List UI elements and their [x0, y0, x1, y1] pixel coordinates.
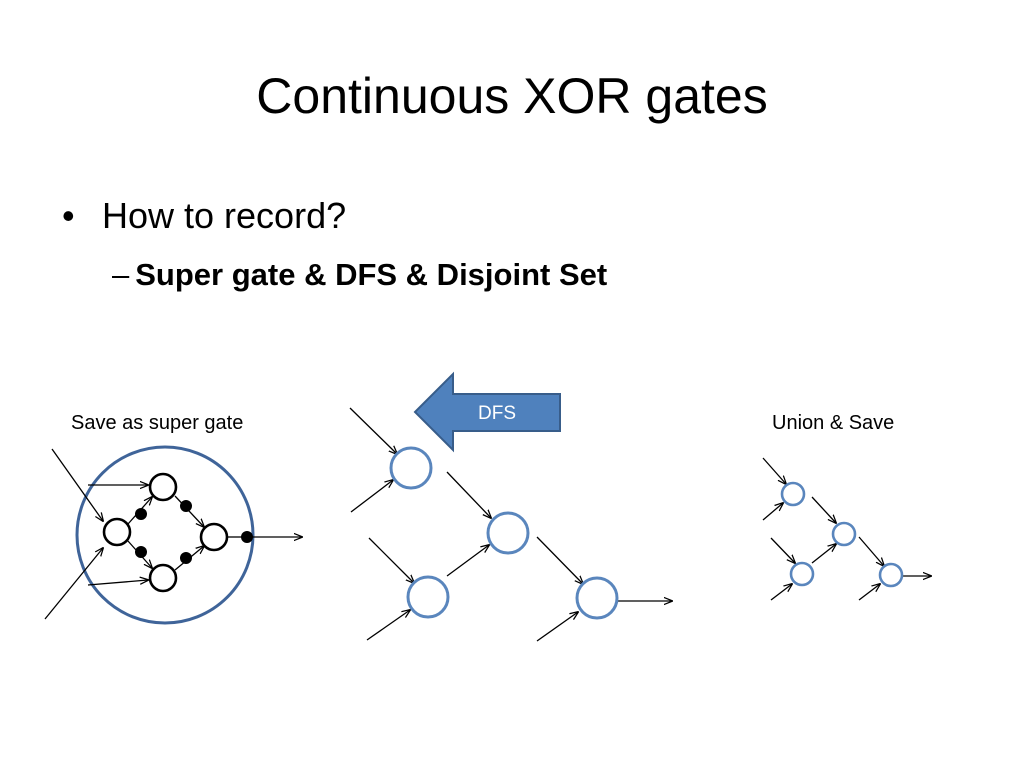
gate-node [780, 481, 806, 507]
gate-node [389, 446, 433, 490]
super-gate-nodes [102, 472, 229, 593]
joint-dot [135, 546, 147, 558]
middle-tree-nodes [389, 446, 619, 620]
middle-gate-tree [349, 407, 672, 642]
bullet-item: • How to record? [62, 192, 346, 240]
union-save-group: Union & Save [762, 412, 931, 601]
super-gate-inputs [44, 448, 302, 620]
gate-node [878, 562, 904, 588]
dfs-label: DFS [478, 403, 516, 424]
inner-node [148, 563, 178, 593]
inner-node [102, 517, 132, 547]
sub-bullet-item: –Super gate & DFS & Disjoint Set [112, 254, 607, 296]
joint-dot [180, 500, 192, 512]
super-gate-boundary [75, 445, 255, 625]
union-save-caption: Union & Save [772, 412, 894, 434]
gate-node [831, 521, 857, 547]
bullet-marker: • [62, 195, 75, 236]
gate-node [575, 576, 619, 620]
union-tree-edges [762, 457, 931, 601]
gate-node [789, 561, 815, 587]
super-gate-joints [135, 500, 253, 564]
super-gate-caption: Save as super gate [71, 412, 243, 434]
joint-dot [135, 508, 147, 520]
inner-node [148, 472, 178, 502]
bullet-text: How to record? [102, 195, 347, 236]
middle-tree-edges [349, 407, 672, 642]
dfs-arrow-shape: DFS [413, 371, 561, 453]
gate-node [486, 511, 530, 555]
sub-bullet-text: Super gate & DFS & Disjoint Set [135, 257, 608, 292]
slide-title: Continuous XOR gates [256, 68, 768, 124]
sub-bullet-marker: – [112, 257, 130, 292]
super-gate-edges [127, 496, 244, 571]
joint-dot [241, 531, 253, 543]
joint-dot [180, 552, 192, 564]
gate-node [406, 575, 450, 619]
super-gate-group: Save as super gate [44, 412, 302, 625]
union-tree-nodes [780, 481, 904, 588]
inner-node [199, 522, 229, 552]
